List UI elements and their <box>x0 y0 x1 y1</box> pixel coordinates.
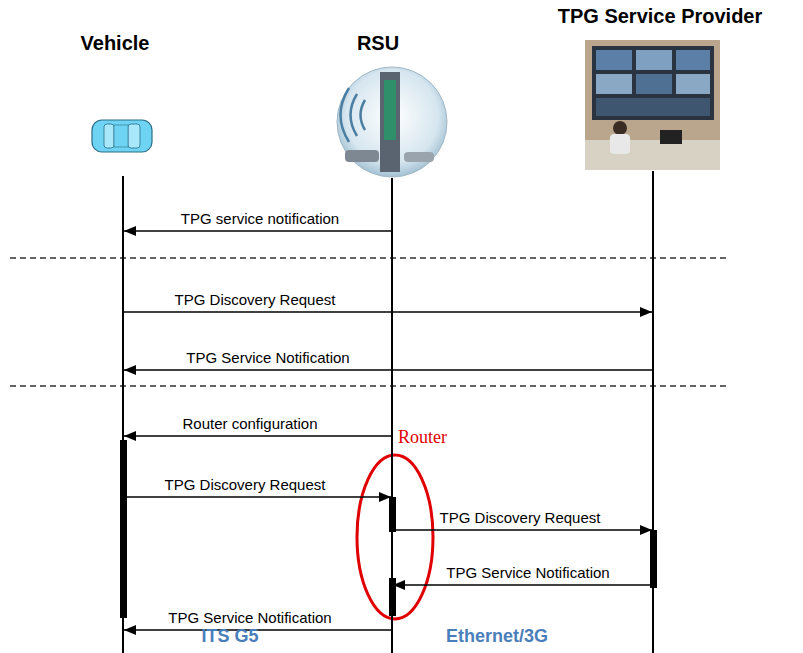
participant-name: TPG Service Provider <box>558 4 763 28</box>
desk <box>585 140 720 170</box>
monitor <box>636 74 672 94</box>
lifeline: TPG Service Provider <box>652 171 654 653</box>
link-technology-label: ITS G5 <box>201 626 258 647</box>
monitor <box>676 74 710 94</box>
monitor <box>636 50 672 70</box>
operator-body <box>610 134 630 154</box>
message-label: TPG Service Notification <box>184 349 351 367</box>
rsu-pole <box>380 72 400 172</box>
router-label: Router <box>398 427 447 448</box>
message-label: TPG Discovery Request <box>163 476 328 494</box>
message-arrow <box>124 369 652 371</box>
message-label: Router configuration <box>180 415 319 433</box>
radio-wave <box>351 94 358 136</box>
message-label: TPG Discovery Request <box>438 509 603 527</box>
participant-name: Vehicle <box>81 31 150 55</box>
radio-wave <box>361 100 366 130</box>
message-label: TPG Service Notification <box>166 609 333 627</box>
rsu-screen <box>384 80 396 140</box>
message-arrow <box>393 584 652 586</box>
operator-head <box>613 121 627 135</box>
message-arrow <box>124 230 391 232</box>
video-wall <box>592 46 714 120</box>
car-icon <box>92 120 152 152</box>
desk-monitor <box>660 130 682 144</box>
car-body <box>92 120 152 152</box>
message-label: TPG Service Notification <box>444 564 611 582</box>
phase-separator <box>10 257 730 258</box>
car-roof <box>114 125 128 147</box>
link-technology-label: Ethernet/3G <box>446 626 548 647</box>
phase-separator <box>10 385 730 386</box>
rsu-photo-frame <box>337 67 447 177</box>
car-window <box>104 124 114 148</box>
control-room-photo <box>585 40 720 170</box>
car-window <box>128 124 140 148</box>
message-label: TPG Discovery Request <box>173 291 338 309</box>
lifeline: Vehicle <box>122 176 124 653</box>
photo-background <box>585 40 720 170</box>
monitor <box>596 98 710 116</box>
message-label: TPG service notification <box>179 210 341 228</box>
message-arrow <box>124 496 391 498</box>
message-arrow <box>124 435 391 437</box>
router-highlight <box>357 455 433 619</box>
participant-name: RSU <box>357 31 399 55</box>
lifeline: RSU <box>391 178 393 653</box>
message-arrow <box>124 311 652 313</box>
monitor <box>596 74 632 94</box>
message-arrow <box>393 529 652 531</box>
monitor <box>596 50 632 70</box>
road-car <box>345 150 379 162</box>
radio-wave <box>341 88 350 142</box>
rsu-icon <box>337 67 447 177</box>
monitor <box>676 50 710 70</box>
road-car <box>404 152 434 162</box>
